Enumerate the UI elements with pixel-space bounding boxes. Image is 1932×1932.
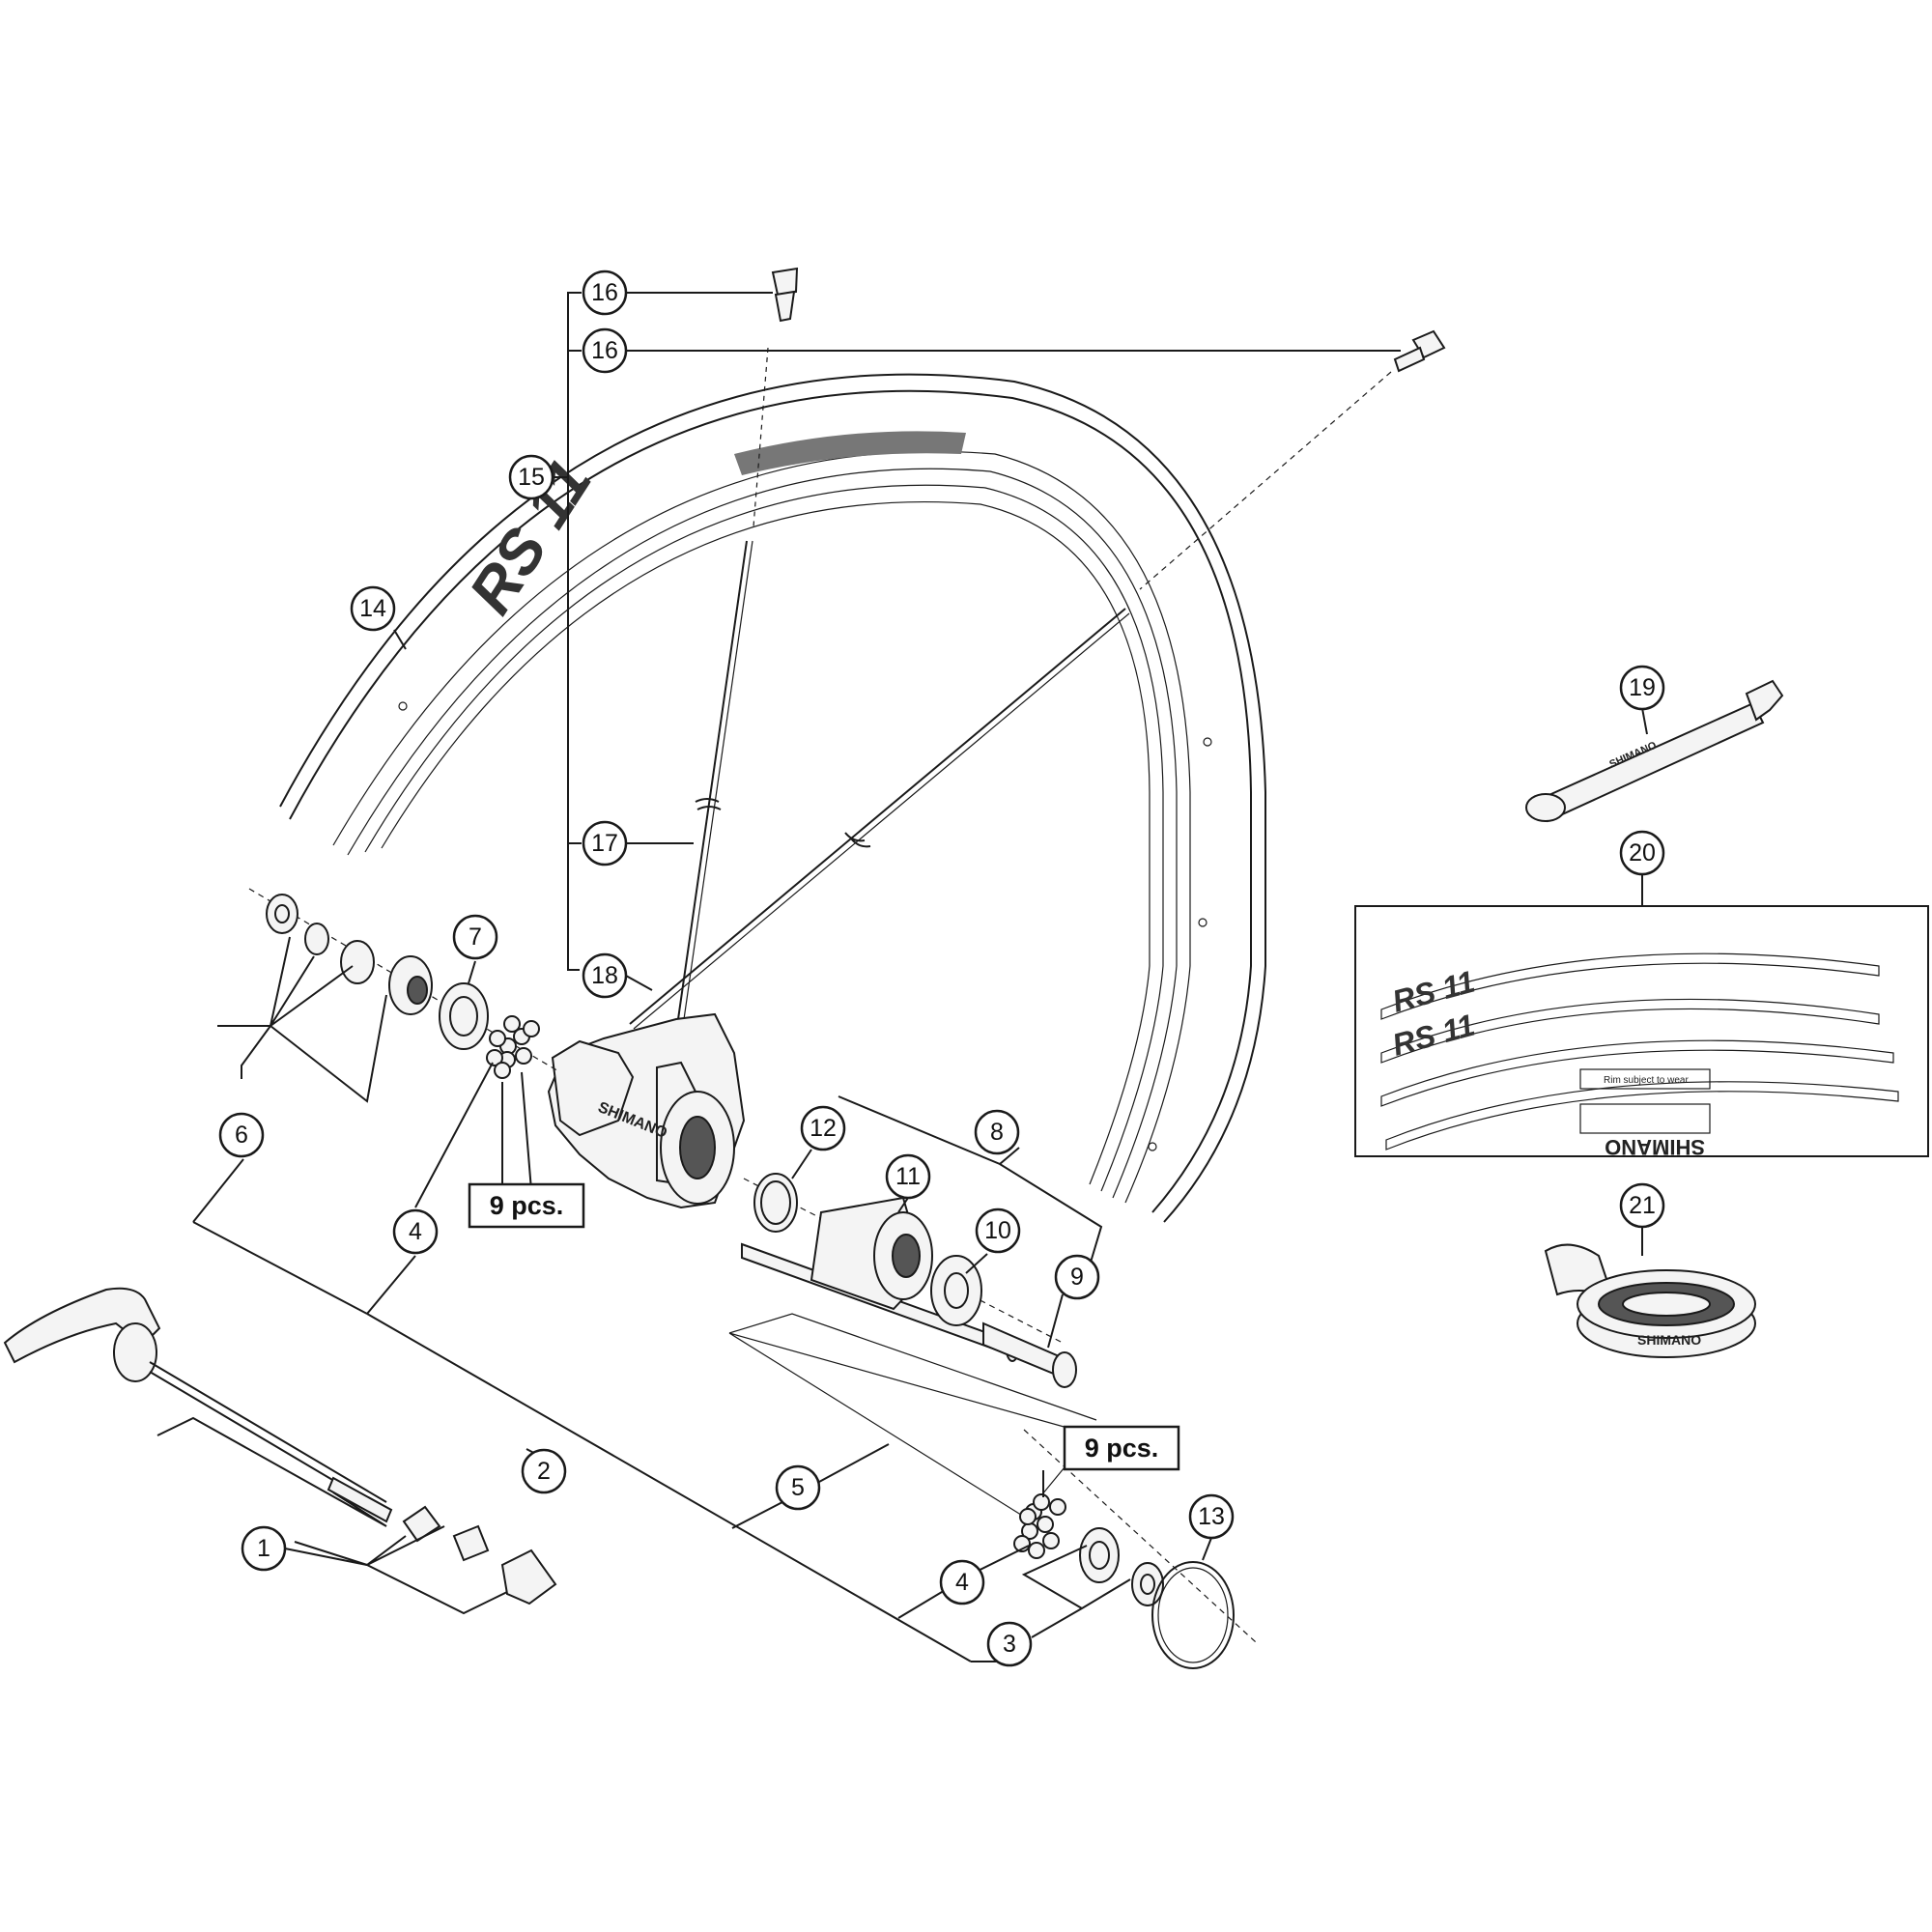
callout-12: 12 [800, 1105, 846, 1151]
callout-6: 6 [218, 1112, 265, 1158]
callout-13: 13 [1188, 1493, 1235, 1540]
callout-5: 5 [775, 1464, 821, 1511]
svg-text:9 pcs.: 9 pcs. [1085, 1434, 1159, 1463]
callout-16: 16 [582, 270, 628, 316]
callout-10: 10 [975, 1208, 1021, 1254]
spoke-nipple [771, 267, 1446, 373]
freehub-assembly [743, 1173, 1077, 1388]
svg-text:7: 7 [469, 923, 482, 951]
svg-text:20: 20 [1629, 839, 1656, 867]
spokes [629, 347, 1392, 1054]
svg-text:18: 18 [591, 962, 618, 989]
left-cone-parts [248, 888, 561, 1079]
callout-15: 15 [508, 454, 554, 500]
svg-text:8: 8 [990, 1119, 1004, 1146]
mirrored-brand-label: SHIMANO [1605, 1135, 1705, 1159]
svg-text:9: 9 [1070, 1264, 1084, 1291]
svg-text:12: 12 [810, 1115, 837, 1142]
svg-text:6: 6 [235, 1122, 248, 1149]
svg-text:4: 4 [955, 1569, 969, 1596]
svg-text:1: 1 [257, 1535, 270, 1562]
callout-7: 7 [452, 914, 498, 960]
svg-text:15: 15 [518, 464, 545, 491]
tape-brand-label: SHIMANO [1637, 1332, 1701, 1348]
svg-text:10: 10 [984, 1217, 1011, 1244]
svg-text:16: 16 [591, 337, 618, 364]
svg-text:3: 3 [1003, 1631, 1016, 1658]
quantity-label-left: 9 pcs. [468, 1182, 585, 1229]
decal-warning-label: Rim subject to wear [1604, 1075, 1689, 1086]
decal-set: RS 11 RS 11 Rim subject to wear SHIMANO [1354, 905, 1929, 1159]
callout-16-second: 16 [582, 327, 628, 374]
svg-text:21: 21 [1629, 1192, 1656, 1219]
callout-8: 8 [974, 1109, 1020, 1155]
quantity-label-right: 9 pcs. [1063, 1425, 1180, 1471]
callout-3: 3 [986, 1621, 1033, 1667]
hub-body: SHIMANO [547, 1012, 746, 1209]
rim: RS 11 [279, 373, 1266, 1223]
callout-11: 11 [885, 1153, 931, 1200]
svg-text:14: 14 [359, 595, 386, 622]
svg-text:19: 19 [1629, 674, 1656, 701]
callout-20: 20 [1619, 830, 1665, 876]
svg-text:2: 2 [537, 1458, 551, 1485]
callout-21: 21 [1619, 1182, 1665, 1229]
right-cone-parts [1013, 1429, 1257, 1669]
callout-4-right: 4 [939, 1559, 985, 1605]
callout-1: 1 [241, 1525, 287, 1572]
callout-14: 14 [350, 585, 396, 632]
leader-lines [156, 292, 1648, 1662]
svg-text:4: 4 [409, 1218, 422, 1245]
svg-text:13: 13 [1198, 1503, 1225, 1530]
svg-text:16: 16 [591, 279, 618, 306]
quick-release-skewer [3, 1287, 557, 1605]
callout-4: 4 [392, 1208, 439, 1255]
callout-9: 9 [1054, 1254, 1100, 1300]
callout-18: 18 [582, 952, 628, 999]
svg-text:5: 5 [791, 1474, 805, 1501]
callout-17: 17 [582, 820, 628, 867]
rim-tape: SHIMANO [1544, 1243, 1756, 1358]
callout-2: 2 [521, 1448, 567, 1494]
svg-text:17: 17 [591, 830, 618, 857]
svg-text:9 pcs.: 9 pcs. [490, 1191, 564, 1220]
callout-19: 19 [1619, 665, 1665, 711]
svg-text:11: 11 [895, 1163, 921, 1190]
